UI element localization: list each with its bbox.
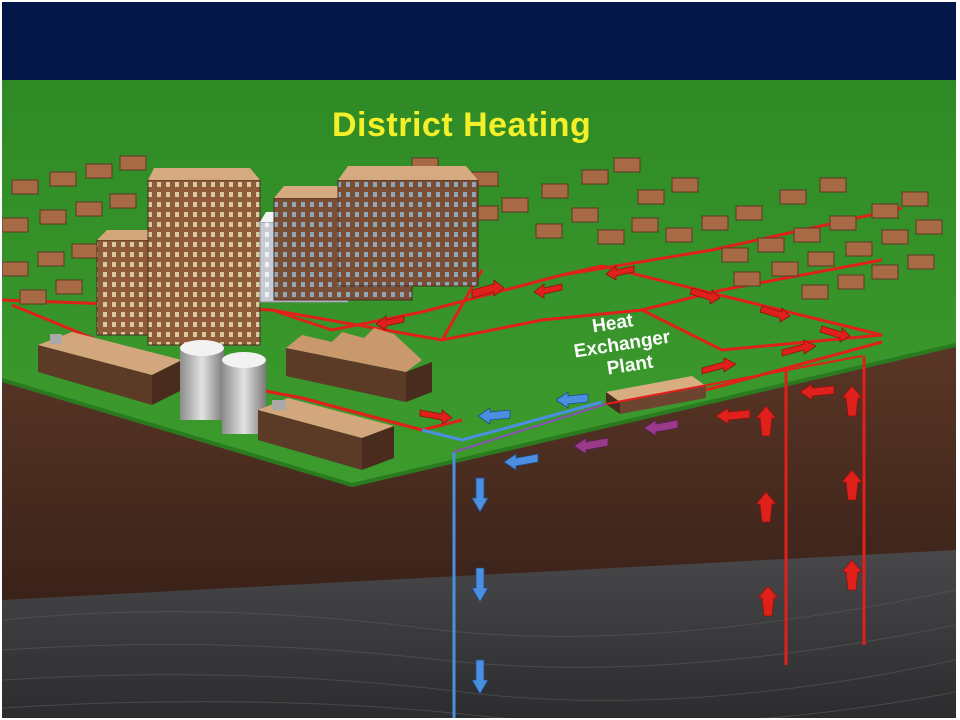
storage-tanks	[180, 340, 266, 434]
flow-arrow-icon-blue	[471, 391, 589, 695]
office-blocks-brown	[273, 166, 479, 301]
apartment-tower	[96, 168, 261, 346]
district-heating-diagram: District Heating Heat Exchanger Plant	[2, 80, 956, 718]
diagram-title: District Heating	[332, 106, 591, 144]
warehouse-left	[38, 332, 182, 405]
flow-arrow-icon-red	[375, 265, 863, 617]
factory	[286, 328, 432, 402]
flow-arrow-icon-purple	[573, 419, 679, 455]
ground-edge	[2, 343, 956, 488]
header-band	[2, 2, 956, 80]
soil-layer	[2, 345, 956, 600]
rock-texture	[2, 589, 956, 718]
hot-pipe-network	[2, 206, 903, 432]
warehouse-front	[258, 398, 394, 470]
underground-pipes	[421, 340, 883, 718]
houses	[2, 155, 943, 305]
